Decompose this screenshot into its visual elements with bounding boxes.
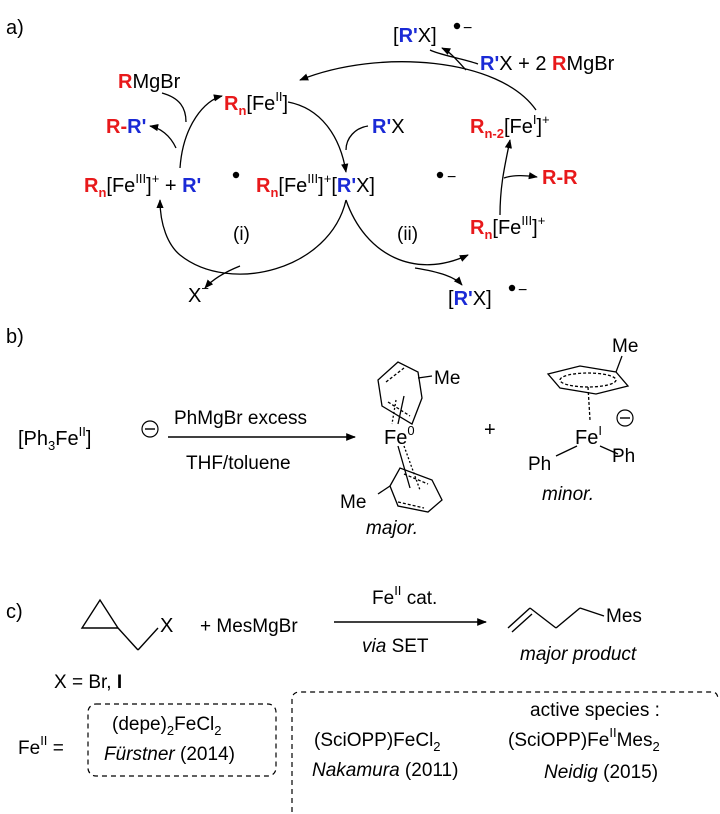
panel-label-b: b): [6, 326, 24, 348]
minor-ph-right: Ph: [612, 446, 635, 467]
neidig-citation: Neidig (2015): [544, 762, 658, 783]
arrow-reagent-in: [429, 49, 479, 65]
radical-dot-center: [436, 171, 444, 179]
species-right-fe3: Rn[FeIII]+: [470, 213, 545, 242]
arrow-big-return: [299, 61, 537, 111]
major-label: major.: [366, 518, 418, 539]
reagent-mesmgbr: + MesMgBr: [200, 616, 298, 637]
nakamura-catalyst: (SciOPP)FeCl2: [314, 730, 441, 754]
arrow-bottom-arc-ii: [345, 199, 469, 266]
species-rn2-fe1: Rn-2[FeI]+: [470, 112, 550, 141]
halide-anion: X−: [188, 281, 209, 307]
species-left-fe3: Rn[FeIII]+ + R': [84, 171, 201, 200]
neidig-species: (SciOPP)FeIIMes2: [508, 725, 660, 754]
arrow-rr-right-out: [503, 172, 538, 180]
arrow-b-top: PhMgBr excess: [174, 408, 307, 429]
radical-dot-left: [232, 171, 240, 179]
nakamura-citation: Nakamura (2011): [312, 760, 458, 781]
arrow-radical-top-out: [441, 47, 467, 71]
product-r-r-prime: R-R': [106, 116, 146, 138]
catalyst-box-sciopp: [291, 691, 719, 812]
toluene-ring-top: [377, 361, 423, 425]
panel-label-a: a): [6, 17, 24, 39]
start-ferrate: [Ph3FeII]: [18, 424, 91, 453]
label-path-i: (i): [233, 224, 250, 245]
reagents-top-right: R'X + 2 RMgBr: [480, 53, 615, 75]
minus-charge-circle-start: [141, 420, 159, 438]
arrow-bottom-arc-i: [156, 199, 347, 275]
minor-label: minor.: [542, 484, 594, 505]
radical-charge-top: −: [463, 20, 472, 37]
arrow-rx-radical-out: [414, 267, 463, 286]
catalyst-box-furstner: [87, 703, 277, 777]
substrate-x: X: [160, 615, 173, 637]
species-rn-fe2: Rn[FeII]: [224, 89, 288, 118]
radical-anion-top: [R'X]: [393, 25, 437, 47]
minor-ph-left: Ph: [528, 454, 551, 475]
major-metal: Fe0: [384, 423, 415, 449]
active-species-title: active species :: [530, 700, 660, 721]
minor-metal: FeI: [575, 423, 602, 449]
panel-label-c: c): [6, 601, 23, 623]
catalyst-above-arrow: FeII cat.: [372, 583, 437, 609]
arrow-rx-in: [345, 125, 369, 151]
arrow-left-up: [179, 94, 223, 169]
product-label: major product: [520, 644, 637, 665]
major-me-bottom: Me: [340, 492, 366, 513]
label-path-ii: (ii): [397, 224, 418, 245]
radical-charge-bottom: −: [518, 282, 527, 299]
major-me-top: Me: [434, 368, 460, 389]
species-center-fe3-radical-pair: Rn[FeIII]+[R'X]: [256, 171, 375, 200]
minus-charge-circle-minor: [616, 409, 634, 427]
reagent-rx-center: R'X: [372, 116, 405, 138]
minor-ring: [546, 365, 630, 395]
radical-dot-bottom: [508, 284, 516, 292]
arrow-rmgbr-in: [161, 92, 187, 123]
substrate-note: X = Br, I: [54, 672, 122, 693]
minor-me: Me: [612, 336, 638, 357]
arrow-x-out: [204, 265, 241, 289]
toluene-ring-bottom: [389, 467, 443, 513]
via-set-label: via SET: [362, 636, 429, 657]
plus-b: +: [484, 419, 496, 441]
furstner-catalyst: (depe)2FeCl2: [112, 714, 222, 738]
cyclopropylmethyl-substrate: [80, 598, 159, 651]
furstner-citation: Fürstner (2014): [104, 744, 235, 765]
major-complex: [377, 361, 443, 513]
arrow-right-up: [499, 139, 512, 216]
fe2-equals-label: FeII =: [18, 733, 64, 759]
product-r-r: R-R: [542, 167, 578, 189]
minor-complex: [546, 355, 630, 457]
pentenyl-product: [507, 607, 605, 633]
reagent-rmgbr-left: RMgBr: [118, 71, 181, 93]
cycle-arrows: [149, 47, 538, 289]
r-group: R: [118, 71, 133, 93]
product-mes: Mes: [606, 606, 642, 627]
arrow-b-bottom: THF/toluene: [186, 453, 291, 474]
radical-charge-center: −: [447, 169, 456, 186]
arrow-top-down: [287, 101, 349, 173]
radical-dot-top: [453, 22, 461, 30]
radical-anion-bottom: [R'X]: [448, 288, 492, 310]
arrow-rr-out: [149, 124, 177, 149]
